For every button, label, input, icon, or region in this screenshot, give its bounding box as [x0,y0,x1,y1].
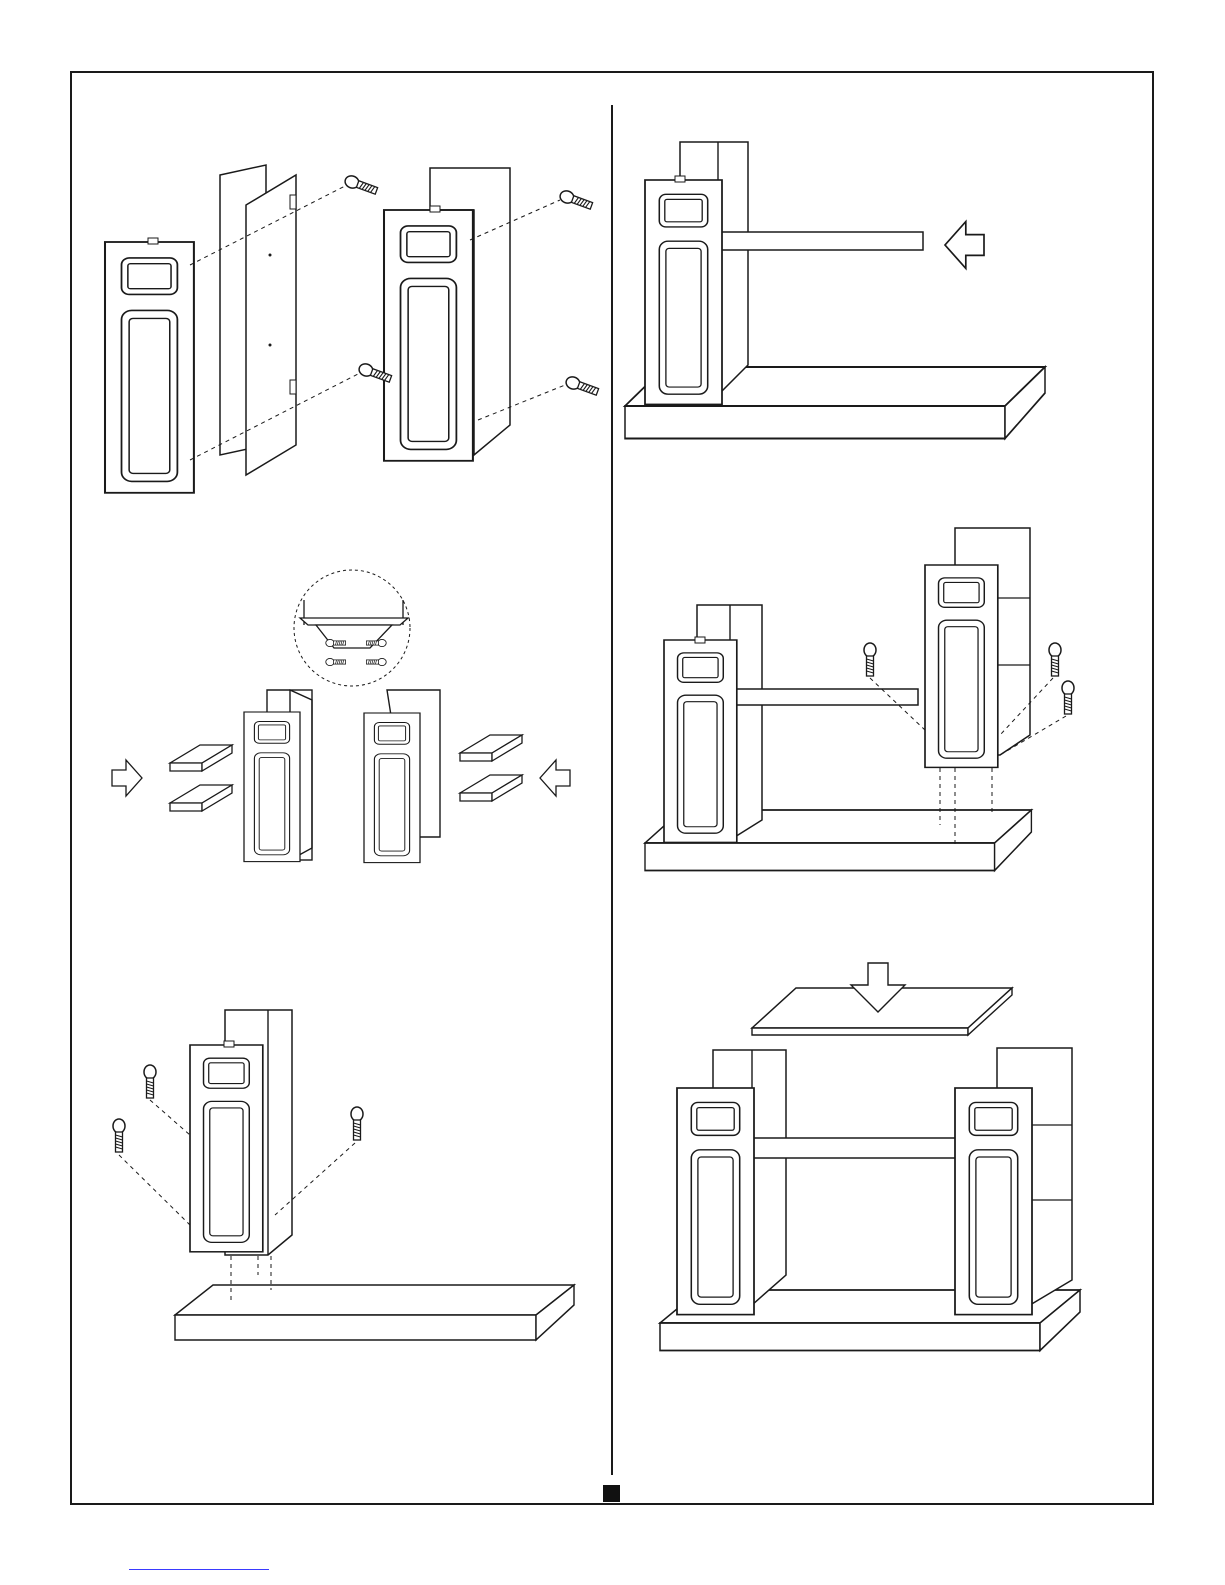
arrow-left-icon [540,760,570,796]
screw-detail-callout [294,570,410,686]
base-panel [175,1285,574,1340]
screw-icon [864,643,876,676]
shelf [170,745,232,771]
screw-icon [558,189,593,212]
shelf [460,735,522,761]
step-1-side-panels [105,165,599,493]
screw-icon [144,1065,156,1098]
arrow-left-icon [945,222,984,269]
step-3-left-unit-to-base [113,1010,574,1340]
stretcher-rail [718,232,923,250]
screw-icon [343,174,378,197]
step-5-right-unit [645,528,1074,871]
step-4-stretcher-rail [625,142,1045,439]
arrow-right-icon [112,760,142,796]
step-2-shelves [112,570,570,863]
shelf [170,785,232,811]
screw-icon [1062,681,1074,714]
screw-icon [1049,643,1061,676]
page-number-marker [603,1485,620,1502]
screw-icon [113,1119,125,1152]
step-6-top-panel [660,963,1080,1351]
screw-icon [564,375,599,398]
footer-link-underline[interactable] [129,1569,269,1570]
screw-icon [351,1107,363,1140]
end-panel-assembled [384,210,473,461]
shelf [460,775,522,801]
